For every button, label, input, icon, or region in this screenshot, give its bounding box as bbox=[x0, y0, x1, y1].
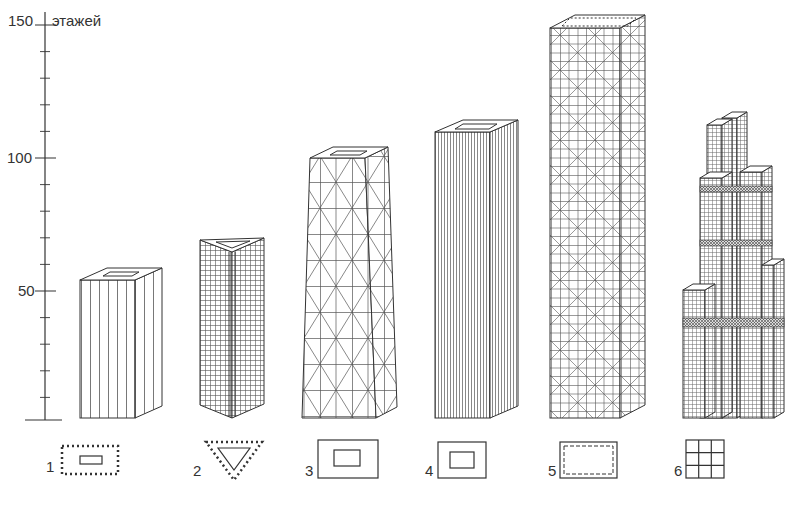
roof-core bbox=[103, 272, 139, 276]
callout-number: 5 bbox=[548, 462, 556, 479]
plan-5 bbox=[560, 442, 617, 478]
minor-ticks bbox=[40, 52, 50, 398]
floor-scale bbox=[25, 12, 62, 420]
roof bbox=[200, 238, 264, 252]
roof-core bbox=[216, 241, 250, 248]
side-face bbox=[490, 120, 518, 418]
plan-6 bbox=[686, 440, 724, 478]
plan-grid bbox=[686, 440, 724, 478]
scale-axis bbox=[44, 12, 45, 420]
roof bbox=[435, 120, 518, 132]
building-6 bbox=[683, 112, 784, 418]
side-face bbox=[135, 268, 162, 418]
side-face bbox=[232, 238, 264, 418]
scale-number: 150 bbox=[8, 12, 33, 29]
side-face bbox=[620, 15, 645, 418]
plan-icons bbox=[62, 440, 724, 480]
service-floor-band bbox=[683, 318, 784, 327]
tower-block bbox=[762, 259, 784, 418]
plan-core bbox=[218, 448, 250, 470]
callout-number: 3 bbox=[305, 462, 313, 479]
roof bbox=[550, 15, 645, 28]
roof-edge bbox=[562, 18, 636, 26]
roof-core bbox=[330, 151, 367, 155]
plan-core bbox=[80, 456, 102, 464]
roof bbox=[310, 147, 388, 158]
plan-4 bbox=[438, 442, 486, 478]
plan-3 bbox=[318, 440, 378, 478]
plan-core bbox=[450, 452, 474, 468]
building-2 bbox=[200, 238, 264, 418]
tower-block bbox=[700, 172, 732, 418]
building-1 bbox=[80, 268, 162, 418]
building-5 bbox=[550, 15, 645, 418]
scale-number: 50 bbox=[18, 282, 35, 299]
ground-line bbox=[25, 419, 62, 420]
building-4 bbox=[435, 120, 518, 418]
major-ticks bbox=[35, 25, 56, 291]
side-face bbox=[365, 147, 397, 418]
front-face bbox=[80, 280, 135, 418]
corner-groove bbox=[229, 252, 230, 417]
tower-block bbox=[683, 284, 715, 418]
front-face bbox=[550, 28, 620, 418]
service-floor-band bbox=[700, 240, 772, 246]
plan-inner-tube bbox=[564, 446, 613, 474]
scale-unit: этажей bbox=[52, 12, 101, 29]
side-face bbox=[200, 240, 232, 418]
plan-core bbox=[334, 450, 360, 466]
callout-number: 4 bbox=[425, 462, 433, 479]
roof-core bbox=[455, 124, 497, 129]
front-face bbox=[302, 158, 376, 418]
scale-number: 100 bbox=[7, 149, 32, 166]
plan-1 bbox=[62, 446, 118, 474]
roof bbox=[80, 268, 162, 280]
front-face bbox=[435, 132, 490, 418]
plan-2 bbox=[206, 442, 262, 480]
callout-number: 2 bbox=[193, 462, 201, 479]
callout-number: 1 bbox=[46, 458, 54, 475]
building-3 bbox=[302, 147, 397, 418]
callout-number: 6 bbox=[674, 462, 682, 479]
corner-groove bbox=[235, 252, 236, 417]
service-floor-band bbox=[700, 186, 772, 192]
